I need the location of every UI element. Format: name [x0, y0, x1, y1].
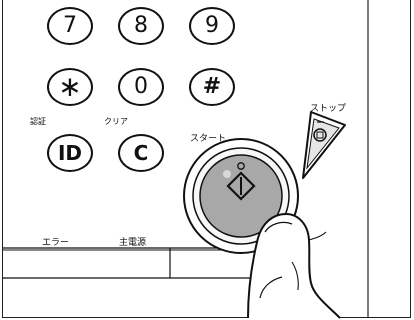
- clear-label: クリア: [104, 117, 128, 126]
- key-8[interactable]: 8: [118, 7, 164, 45]
- stop-label: ストップ: [310, 104, 347, 114]
- finger-illustration: [247, 213, 341, 319]
- key-7-label: 7: [63, 13, 77, 38]
- key-0[interactable]: 0: [118, 68, 164, 106]
- key-asterisk[interactable]: ∗: [47, 68, 93, 106]
- auth-label: 認証: [30, 117, 46, 126]
- key-7[interactable]: 7: [47, 7, 93, 45]
- stop-icon: [313, 121, 327, 142]
- start-indicator-lamp: [223, 170, 231, 178]
- stop-button[interactable]: [302, 111, 346, 179]
- key-8-label: 8: [134, 13, 148, 38]
- id-button[interactable]: ID: [47, 134, 93, 172]
- key-0-label: 0: [134, 74, 148, 99]
- start-label: スタート: [190, 134, 227, 144]
- key-hash-label: #: [202, 74, 222, 99]
- id-button-label: ID: [57, 141, 83, 165]
- key-9[interactable]: 9: [189, 7, 235, 45]
- clear-button[interactable]: C: [118, 134, 164, 172]
- clear-button-label: C: [133, 141, 149, 165]
- key-asterisk-label: ∗: [58, 70, 82, 103]
- key-9-label: 9: [205, 13, 219, 38]
- error-label: エラー: [42, 238, 70, 248]
- main-power-label: 主電源: [119, 238, 147, 248]
- start-icon: [226, 162, 256, 201]
- key-hash[interactable]: #: [189, 68, 235, 106]
